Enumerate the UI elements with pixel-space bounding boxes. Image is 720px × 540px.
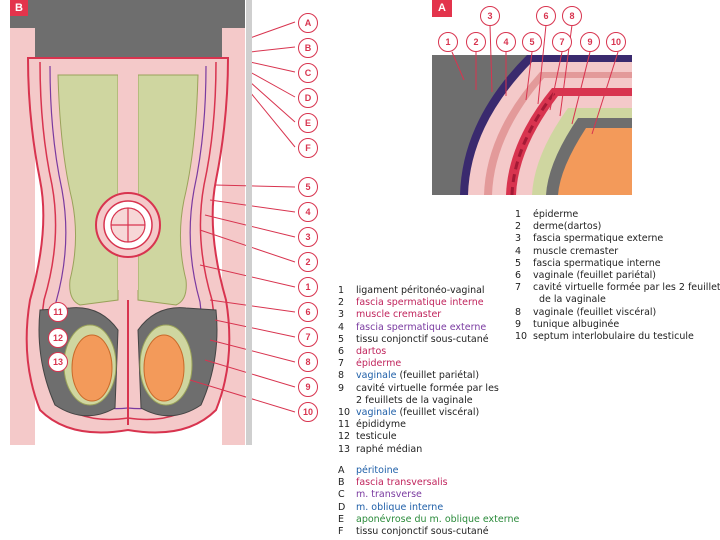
label-9: 9: [298, 377, 318, 397]
label-A: A: [298, 13, 318, 33]
label-a3: 3: [480, 6, 500, 26]
panel-b-tag: B: [10, 0, 28, 16]
panel-a-tag: A: [432, 0, 452, 17]
panel-b: B A B C D E F 5 4 3 2 1 6 7 8 9 10 11 12…: [10, 0, 340, 445]
legend-a-item: de la vaginale: [539, 294, 606, 306]
label-a10: 10: [606, 32, 626, 52]
label-7: 7: [298, 327, 318, 347]
label-11: 11: [48, 302, 68, 322]
label-D: D: [298, 88, 318, 108]
label-a2: 2: [466, 32, 486, 52]
label-F: F: [298, 138, 318, 158]
label-a6: 6: [536, 6, 556, 26]
label-4: 4: [298, 202, 318, 222]
label-a9: 9: [580, 32, 600, 52]
label-a5: 5: [522, 32, 542, 52]
label-5: 5: [298, 177, 318, 197]
label-12: 12: [48, 328, 68, 348]
label-a4: 4: [496, 32, 516, 52]
label-a8: 8: [562, 6, 582, 26]
label-a7: 7: [552, 32, 572, 52]
scrotum-cross-section: [10, 0, 296, 445]
panel-a: A 3 6 8 1 2 4 5 7 9 10: [432, 0, 632, 195]
label-10: 10: [298, 402, 318, 422]
label-6: 6: [298, 302, 318, 322]
label-C: C: [298, 63, 318, 83]
label-8: 8: [298, 352, 318, 372]
label-E: E: [298, 113, 318, 133]
label-B: B: [298, 38, 318, 58]
label-a1: 1: [438, 32, 458, 52]
label-3: 3: [298, 227, 318, 247]
scrotal-wall-layers: [432, 24, 632, 195]
legend-b-item: 2 feuillets de la vaginale: [356, 394, 473, 406]
label-13: 13: [48, 352, 68, 372]
label-1: 1: [298, 277, 318, 297]
label-2: 2: [298, 252, 318, 272]
